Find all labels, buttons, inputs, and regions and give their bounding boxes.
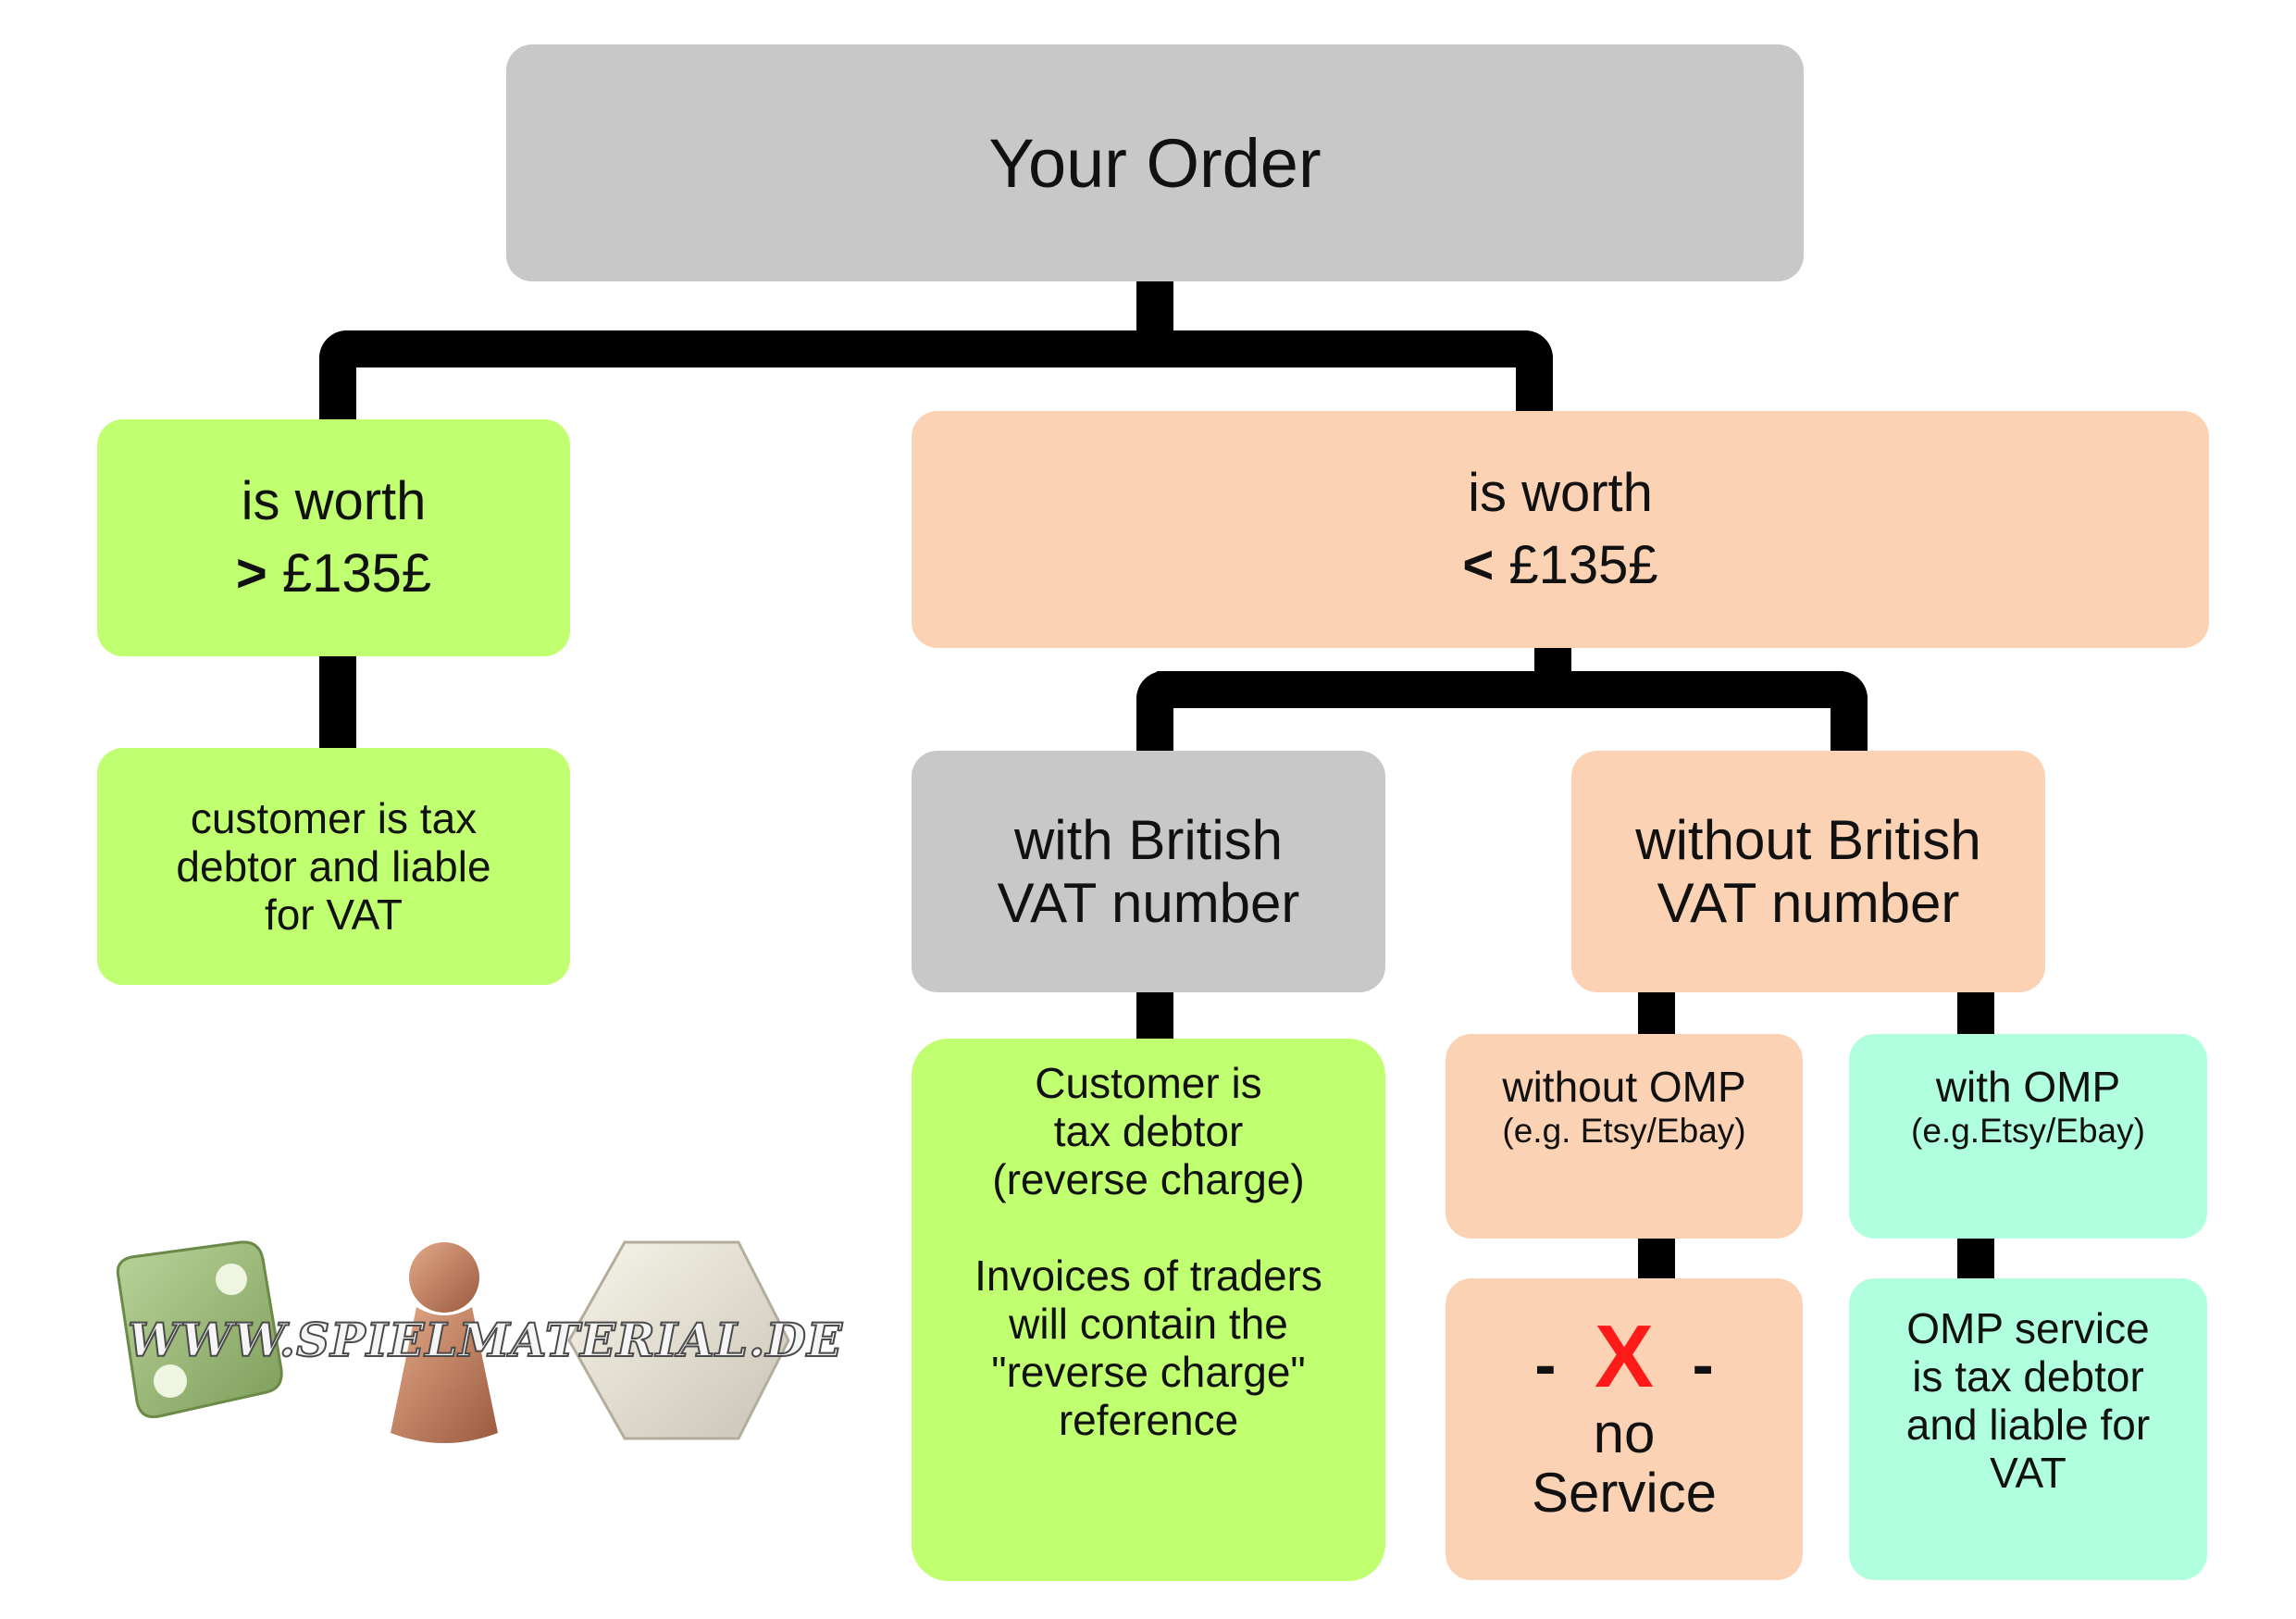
omp-result-line: is tax debtor xyxy=(1912,1352,2144,1401)
connector-root-bar xyxy=(352,330,1518,367)
right-worth-box: is worth < £135£ xyxy=(912,411,2209,648)
omp-result-box: OMP service is tax debtor and liable for… xyxy=(1849,1278,2207,1580)
with-vat-result-line: Customer is xyxy=(1035,1059,1262,1107)
left-worth-amount: £135£ xyxy=(281,543,432,604)
logo: WWW.SPIELMATERIAL.DE xyxy=(102,1222,843,1463)
x-mark-icon: X xyxy=(1594,1307,1655,1406)
without-omp-box: without OMP (e.g. Etsy/Ebay) xyxy=(1446,1034,1803,1239)
connector-left-worth-to-result xyxy=(319,653,356,749)
connector-to-right-worth xyxy=(1516,370,1553,417)
without-vat-label-line: VAT number xyxy=(1657,871,1960,934)
dash-left: - xyxy=(1534,1328,1557,1401)
logo-graphics xyxy=(116,1240,790,1443)
left-worth-prefix: > xyxy=(235,543,282,604)
connector-with-omp-to-result xyxy=(1957,1239,1994,1280)
connector-to-without-vat xyxy=(1831,713,1868,752)
without-omp-example: (e.g. Etsy/Ebay) xyxy=(1502,1112,1746,1150)
left-result-line: debtor and liable xyxy=(176,842,491,890)
connector-to-left-worth xyxy=(319,370,356,424)
left-worth-value: > £135£ xyxy=(236,538,431,610)
with-vat-result-box: Customer is tax debtor (reverse charge) … xyxy=(912,1039,1385,1581)
without-vat-label-line: without British xyxy=(1635,808,1981,871)
die-icon xyxy=(116,1240,283,1419)
left-result-box: customer is tax debtor and liable for VA… xyxy=(97,748,570,985)
omp-result-line: VAT xyxy=(1990,1449,2066,1497)
left-worth-label: is worth xyxy=(241,471,427,531)
no-service-text-line: Service xyxy=(1531,1462,1718,1524)
with-vat-result-line: reference xyxy=(1058,1396,1239,1444)
no-service-symbol-row: - X - xyxy=(1534,1313,1714,1404)
omp-result-line: and liable for xyxy=(1905,1401,2151,1449)
connector-to-without-omp xyxy=(1638,990,1675,1035)
with-vat-box: with British VAT number xyxy=(912,751,1385,992)
with-omp-example: (e.g.Etsy/Ebay) xyxy=(1911,1112,2145,1150)
logo-text: WWW.SPIELMATERIAL.DE xyxy=(127,1312,843,1368)
without-omp-label: without OMP xyxy=(1502,1063,1746,1111)
with-omp-box: with OMP (e.g.Etsy/Ebay) xyxy=(1849,1034,2207,1239)
root-title: Your Order xyxy=(988,124,1322,202)
dash-right: - xyxy=(1692,1328,1714,1401)
connector-vat-bar xyxy=(1157,671,1832,708)
left-result-line: customer is tax xyxy=(190,794,478,842)
right-worth-prefix: < xyxy=(1462,535,1509,595)
right-worth-label: is worth xyxy=(1468,463,1653,523)
right-worth-value: < £135£ xyxy=(1462,529,1657,602)
with-vat-result-line: "reverse charge" xyxy=(991,1348,1306,1396)
with-vat-label-line: VAT number xyxy=(997,871,1300,934)
connector-to-with-vat xyxy=(1136,713,1173,752)
connector-to-with-omp xyxy=(1957,990,1994,1035)
omp-result-line: OMP service xyxy=(1906,1304,2150,1352)
with-omp-label: with OMP xyxy=(1935,1063,2121,1111)
left-result-line: for VAT xyxy=(264,890,403,939)
with-vat-result-line: will contain the xyxy=(1009,1300,1288,1348)
connector-with-vat-to-result xyxy=(1136,990,1173,1039)
with-vat-label-line: with British xyxy=(1013,808,1284,871)
left-worth-box: is worth > £135£ xyxy=(97,419,570,656)
without-vat-box: without British VAT number xyxy=(1571,751,2045,992)
pawn-icon xyxy=(391,1242,498,1443)
no-service-box: - X - no Service xyxy=(1446,1278,1803,1580)
root-box: Your Order xyxy=(506,44,1804,281)
hexagon-icon xyxy=(567,1240,790,1440)
no-service-text-line: no xyxy=(1593,1402,1656,1464)
with-vat-result-line: tax debtor xyxy=(1053,1107,1244,1155)
right-worth-amount: £135£ xyxy=(1508,535,1658,595)
with-vat-result-line: Invoices of traders xyxy=(974,1252,1322,1300)
connector-without-omp-to-result xyxy=(1638,1239,1675,1280)
with-vat-result-line: (reverse charge) xyxy=(992,1155,1305,1203)
